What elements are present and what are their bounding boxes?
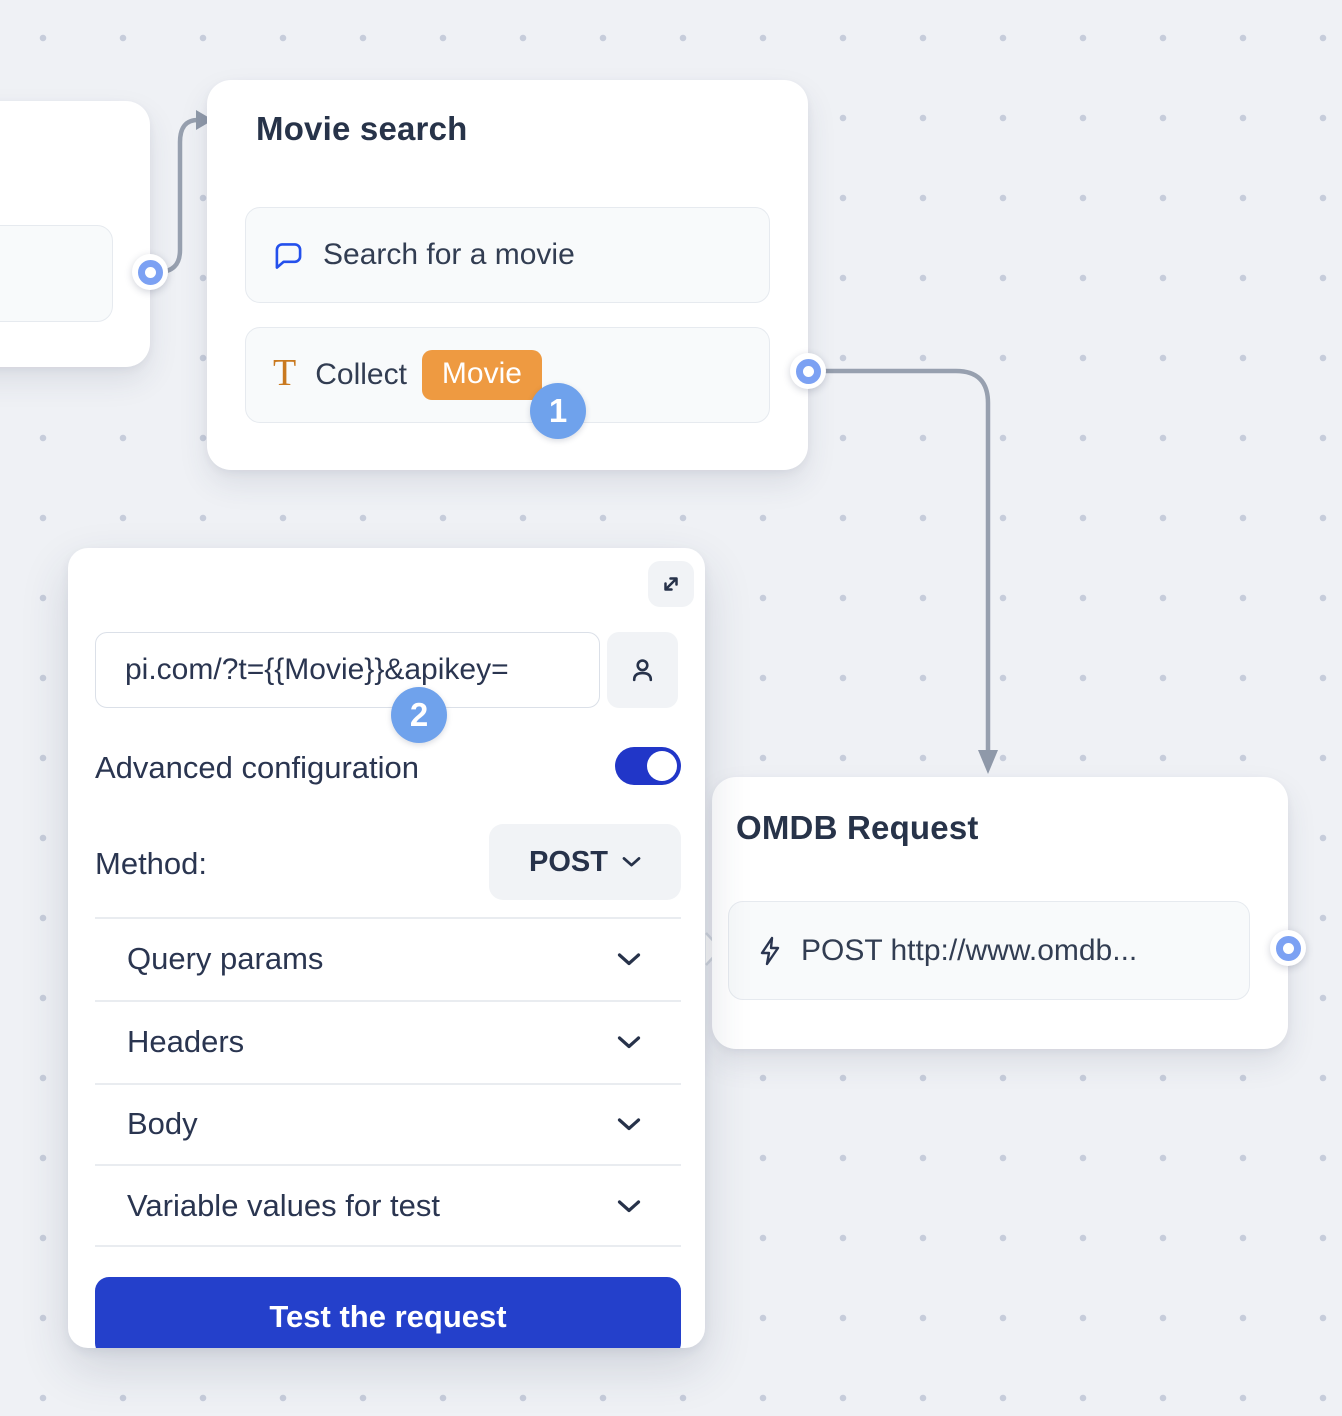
node-item-placeholder[interactable] <box>0 225 113 322</box>
lightning-icon <box>756 936 784 966</box>
node-item-label: POST http://www.omdb... <box>801 934 1137 968</box>
test-request-button[interactable]: Test the request <box>95 1277 681 1348</box>
node-item-search-message[interactable]: Search for a movie <box>245 207 770 303</box>
output-port[interactable] <box>1270 930 1306 966</box>
text-input-icon: T <box>273 354 296 392</box>
port-ring <box>1276 936 1301 961</box>
connector-line <box>152 120 198 272</box>
webhook-config-panel: pi.com/?t={{Movie}}&apikey= Advanced con… <box>68 548 705 1348</box>
method-value: POST <box>529 846 608 879</box>
node-title: Movie search <box>256 110 468 148</box>
section-label: Headers <box>95 1024 244 1060</box>
chevron-down-icon[interactable] <box>617 1199 681 1214</box>
node-item-label: Search for a movie <box>323 238 575 272</box>
divider <box>95 1083 681 1085</box>
variable-badge-movie[interactable]: Movie <box>422 350 542 400</box>
node-item-collect-input[interactable]: T Collect Movie <box>245 327 770 423</box>
divider <box>95 1245 681 1247</box>
section-label: Query params <box>95 941 323 977</box>
section-headers[interactable]: Headers <box>95 1011 681 1073</box>
node-item-label: Collect <box>315 358 407 392</box>
section-variable-values[interactable]: Variable values for test <box>95 1175 681 1237</box>
expand-icon <box>658 571 684 597</box>
advanced-configuration-toggle[interactable] <box>615 747 681 785</box>
advanced-configuration-label: Advanced configuration <box>95 750 419 786</box>
expand-button[interactable] <box>648 561 694 607</box>
output-port[interactable] <box>790 353 826 389</box>
section-label: Variable values for test <box>95 1188 440 1224</box>
node-card-movie-search[interactable]: Movie search Search for a movie T Collec… <box>207 80 808 470</box>
connector-line <box>826 371 988 752</box>
node-title: OMDB Request <box>736 809 979 847</box>
step-badge-1: 1 <box>530 383 586 439</box>
port-ring <box>138 260 163 285</box>
url-input[interactable]: pi.com/?t={{Movie}}&apikey= <box>95 632 600 708</box>
chat-bubble-icon <box>273 241 304 270</box>
person-icon <box>629 657 656 684</box>
chevron-down-icon <box>622 856 641 868</box>
toggle-knob <box>647 751 677 781</box>
chevron-down-icon[interactable] <box>617 1117 681 1132</box>
divider <box>95 1000 681 1002</box>
chevron-down-icon[interactable] <box>617 1035 681 1050</box>
section-query-params[interactable]: Query params <box>95 928 681 990</box>
output-port[interactable] <box>132 254 168 290</box>
divider <box>95 917 681 919</box>
method-select[interactable]: POST <box>489 824 681 900</box>
url-value: pi.com/?t={{Movie}}&apikey= <box>96 653 509 687</box>
node-card-omdb-request[interactable]: OMDB Request POST http://www.omdb... <box>712 777 1288 1049</box>
method-label: Method: <box>95 846 207 882</box>
section-label: Body <box>95 1106 198 1142</box>
auth-user-button[interactable] <box>607 632 678 708</box>
divider <box>95 1164 681 1166</box>
step-badge-2: 2 <box>391 687 447 743</box>
node-item-webhook-request[interactable]: POST http://www.omdb... <box>728 901 1250 1000</box>
section-body[interactable]: Body <box>95 1093 681 1155</box>
arrowhead-down-icon <box>978 750 998 774</box>
port-ring <box>796 359 821 384</box>
chevron-down-icon[interactable] <box>617 952 681 967</box>
node-card-partial[interactable] <box>0 101 150 367</box>
